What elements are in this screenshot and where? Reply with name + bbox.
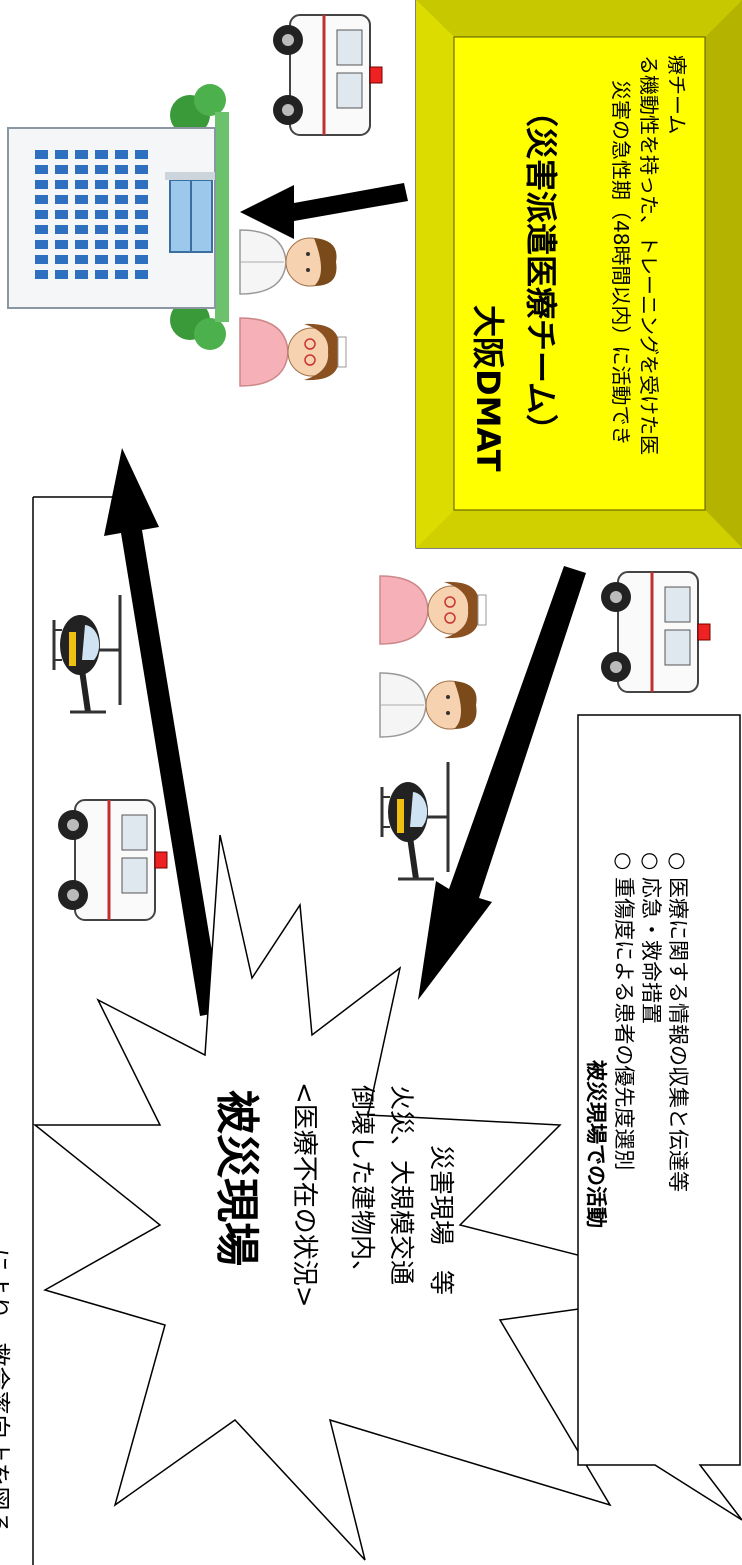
doctor-icon [379,672,478,738]
ambulance-icon [56,798,169,922]
dmat-title: 大阪DMAT [469,305,507,472]
arrow-dmat-to-site [418,566,586,1000]
hospital-building-icon [7,84,229,350]
intro-line: により、救命率向上を図る。 [0,1248,12,1559]
nurse-icon [239,317,347,387]
dmat-box [415,0,742,549]
nurse-icon [379,575,487,645]
ambulance-icon [271,13,384,137]
disaster-site-desc-line: 火災、大規模交通 [387,1085,416,1286]
arrow-dmat-to-hospital [240,183,408,239]
helicopter-icon [54,595,120,712]
dmat-subtitle: （災害派遣医療チーム） [522,95,560,447]
disaster-site-subtitle: <医療不在の状況> [289,1082,319,1308]
activities-callout [577,714,742,1521]
dmat-desc-line: 療チーム [665,55,689,135]
helicopter-icon [382,762,448,879]
activities-heading: 被災現場での活動 [584,1060,608,1228]
ambulance-icon [599,570,712,694]
disaster-site-desc-line: 倒壊した建物内、 [348,1085,377,1286]
activities-item: ○ 医療に関する情報の収集と伝達等 [666,852,690,1192]
dmat-desc-line: る機動性を持った、トレーニングを受けた医 [637,55,661,455]
activities-item: ○ 重傷度による患者の優先度選別 [612,852,636,1171]
arrow-site-to-hospital [104,448,222,1016]
disaster-site-desc-line: 災害現場 等 [427,1145,456,1296]
disaster-site-burst [32,834,716,1561]
dmat-desc-line: 災害の急性期（48時間以内）に活動でき [609,80,633,446]
intro-frame [32,496,122,1565]
disaster-site-title: 被災現場 [211,1090,262,1266]
activities-item: ○ 応急・救命措置 [639,852,663,1024]
doctor-icon [239,229,338,295]
